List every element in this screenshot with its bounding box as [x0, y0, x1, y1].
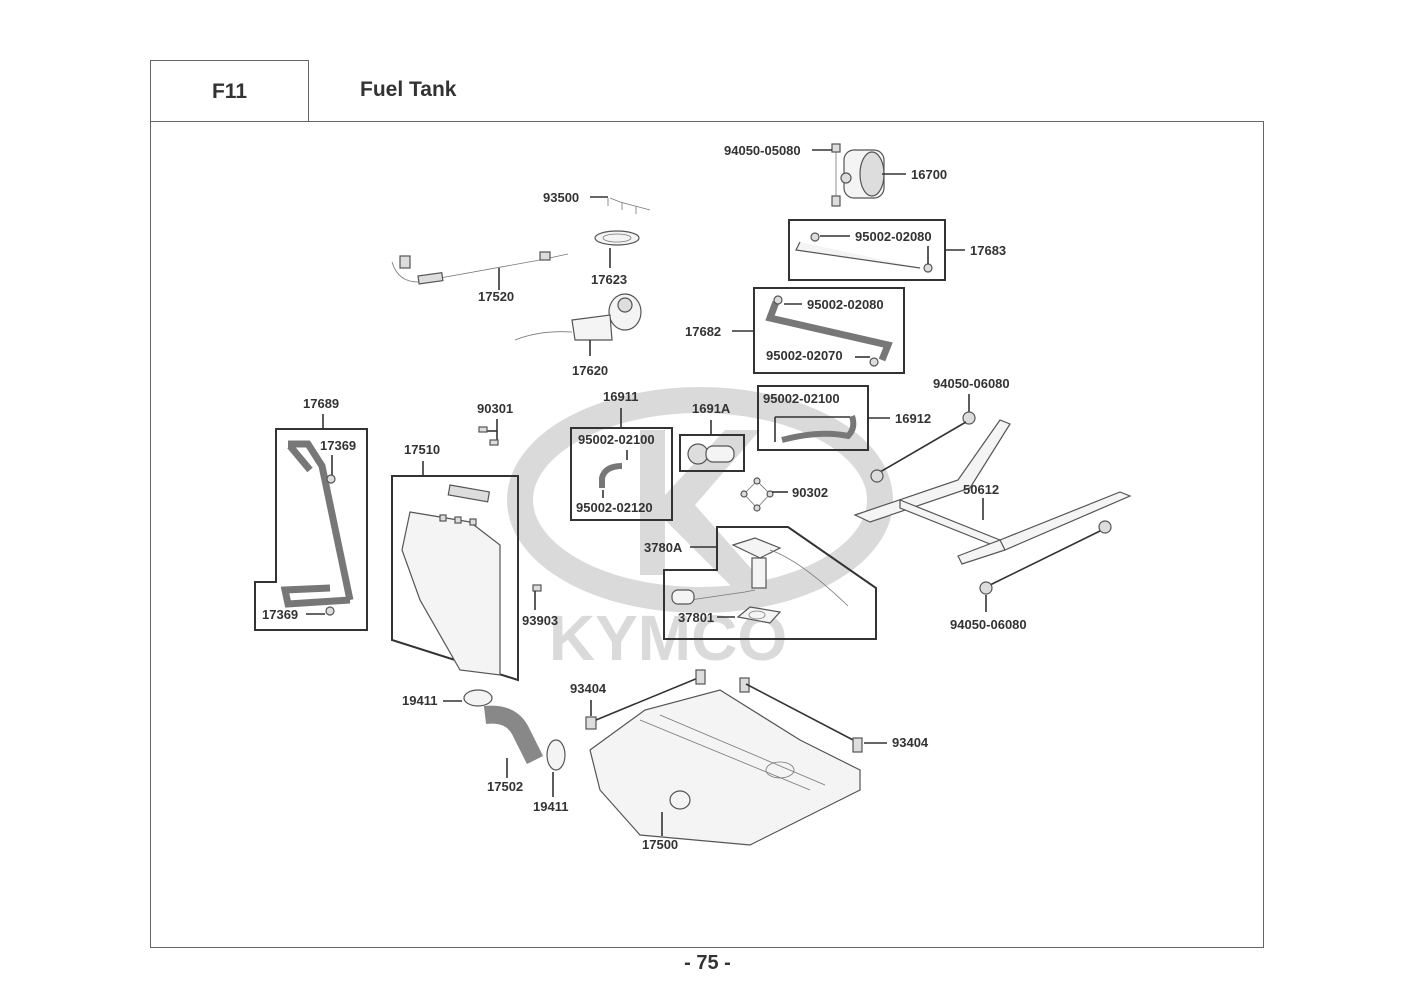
- part-17510-filler-neck-housing[interactable]: [401, 484, 501, 676]
- callout-17683-clip: 95002-02080: [855, 229, 932, 244]
- callout-17682-clip-b: 95002-02070: [766, 348, 843, 363]
- callout-17500: 17500: [642, 837, 678, 852]
- callout-17369-bottom: 17369: [262, 607, 298, 622]
- part-19411-hose-clamp[interactable]: [463, 689, 493, 707]
- kit-box-17510: [391, 475, 519, 682]
- callout-19411-bottom: 19411: [533, 799, 568, 814]
- part-94050-06080-nut-bottom[interactable]: [979, 581, 993, 595]
- part-17520-release-cable[interactable]: [391, 251, 569, 285]
- part-94050-05080-bolt[interactable]: [831, 143, 841, 207]
- callout-17623: 17623: [591, 272, 627, 287]
- part-93903-screw[interactable]: [532, 584, 542, 592]
- part-94050-06080-nut[interactable]: [870, 469, 884, 483]
- clip-icon: [773, 295, 783, 305]
- part-50612-tank-bracket-frame[interactable]: [853, 419, 1132, 565]
- part-17369-clip[interactable]: [325, 606, 335, 616]
- callout-1691A: 1691A: [692, 401, 731, 416]
- callout-37801: 37801: [678, 610, 714, 625]
- callout-94050-05080: 94050-05080: [724, 143, 801, 158]
- part-17689-breather-tube[interactable]: [280, 440, 354, 608]
- callout-17682-clip-a: 95002-02080: [807, 297, 884, 312]
- part-93404-bolt[interactable]: [695, 669, 706, 685]
- kit-box-3780A: [663, 526, 877, 640]
- part-17500-fuel-tank[interactable]: [589, 689, 861, 846]
- callout-93404-left: 93404: [570, 681, 607, 696]
- callout-16911-clip-a: 95002-02100: [578, 432, 655, 447]
- kit-box-17689: [254, 428, 368, 631]
- callout-17683: 17683: [970, 243, 1006, 258]
- callout-17502: 17502: [487, 779, 523, 794]
- callout-19411-top: 19411: [402, 693, 437, 708]
- diagram-frame: [150, 121, 1264, 948]
- callout-3780A: 3780A: [644, 540, 683, 555]
- part-17502-filler-hose[interactable]: [483, 705, 544, 765]
- callout-17689: 17689: [303, 396, 339, 411]
- section-title: Fuel Tank: [360, 78, 457, 101]
- callout-90302: 90302: [792, 485, 828, 500]
- callout-16911-clip-b: 95002-02120: [576, 500, 653, 515]
- clip-icon: [923, 263, 933, 273]
- callout-93500: 93500: [543, 190, 579, 205]
- part-16700-fuel-pump[interactable]: [840, 149, 885, 199]
- part-16912-hose[interactable]: [781, 415, 857, 443]
- callout-17682: 17682: [685, 324, 721, 339]
- kymco-watermark-logo: KYMCO: [507, 387, 893, 674]
- part-90301-screw[interactable]: [478, 426, 488, 433]
- callout-93903: 93903: [522, 613, 558, 628]
- callout-90301: 90301: [477, 401, 513, 416]
- part-1691A-fuel-filter[interactable]: [687, 443, 735, 465]
- part-93404-bolt[interactable]: [585, 716, 597, 730]
- part-19411-hose-clamp[interactable]: [546, 739, 566, 771]
- part-37801-gasket[interactable]: [736, 606, 782, 624]
- callout-94050-06080-bottom: 94050-06080: [950, 617, 1027, 632]
- part-17623-fuel-cap-ring[interactable]: [594, 230, 640, 246]
- part-16911-hose[interactable]: [599, 463, 623, 488]
- part-94050-06080-nut-top[interactable]: [962, 411, 976, 425]
- callout-17369-top: 17369: [320, 438, 356, 453]
- part-3780A-fuel-level-sender[interactable]: [671, 537, 849, 607]
- part-93404-bolt[interactable]: [852, 737, 863, 753]
- part-93500-clip-strip[interactable]: [607, 197, 651, 214]
- callout-16912: 16912: [895, 411, 931, 426]
- callout-17510: 17510: [404, 442, 440, 457]
- callout-50612: 50612: [963, 482, 999, 497]
- part-17683-hose[interactable]: [795, 241, 921, 269]
- kit-box-16911: [570, 427, 673, 521]
- part-90301-screw[interactable]: [489, 439, 499, 446]
- clip-icon: [810, 232, 820, 242]
- callout-16911: 16911: [603, 389, 638, 404]
- part-90302-nut-set[interactable]: [740, 477, 774, 512]
- callout-94050-06080-top: 94050-06080: [933, 376, 1010, 391]
- part-17620-fuel-lid-assembly[interactable]: [514, 293, 642, 341]
- part-17369-clip[interactable]: [326, 474, 336, 484]
- callout-17520: 17520: [478, 289, 514, 304]
- kit-box-1691A: [679, 434, 745, 472]
- callout-93404-right: 93404: [892, 735, 929, 750]
- section-code: F11: [150, 60, 309, 122]
- page-number: - 75 -: [684, 952, 731, 974]
- part-94050-06080-nut[interactable]: [1098, 520, 1112, 534]
- callout-16700: 16700: [911, 167, 947, 182]
- clip-icon: [869, 357, 879, 367]
- callout-17620: 17620: [572, 363, 608, 378]
- callout-16912-clip: 95002-02100: [763, 391, 840, 406]
- part-17682-hose[interactable]: [765, 300, 893, 362]
